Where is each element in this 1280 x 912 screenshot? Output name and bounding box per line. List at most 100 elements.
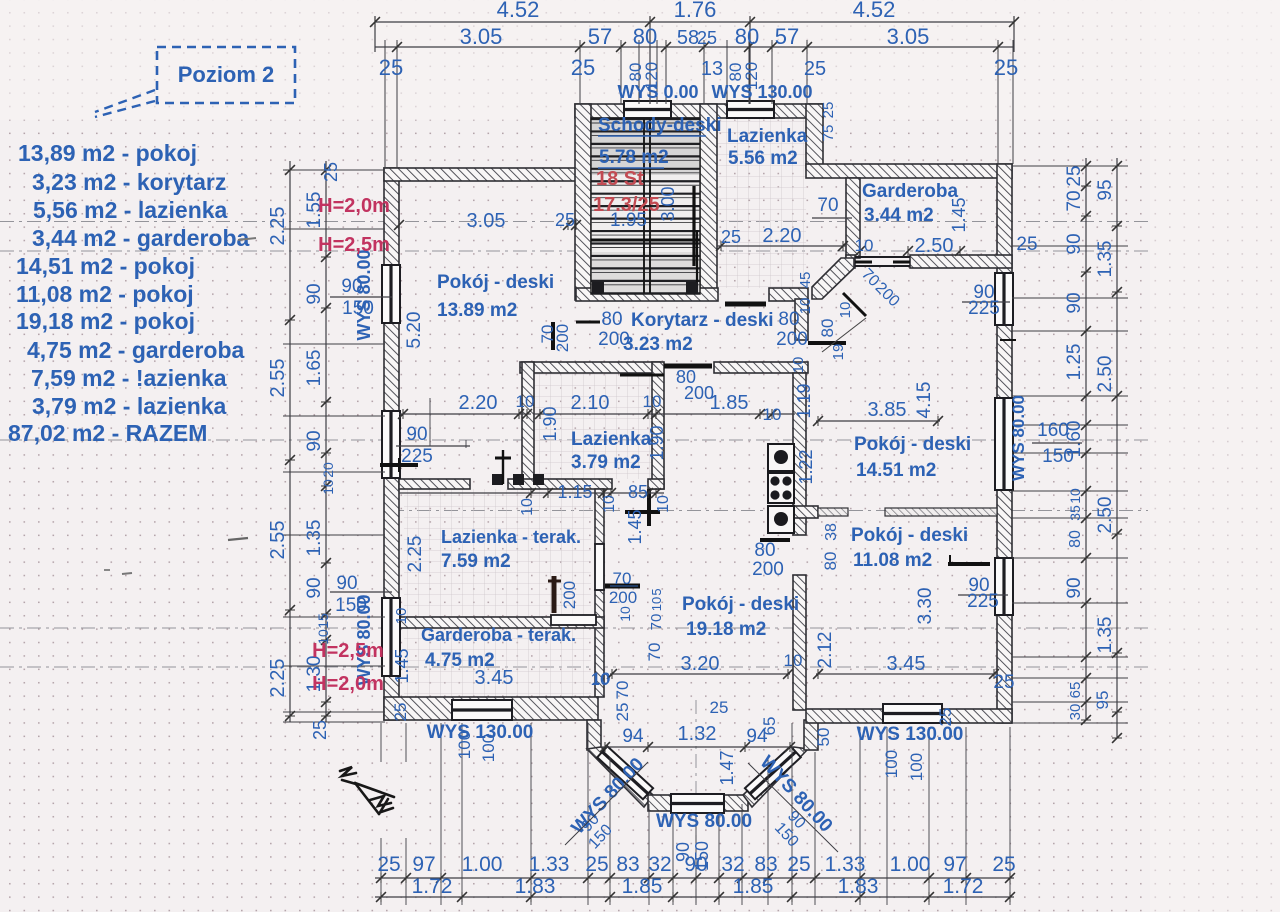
- svg-text:25: 25: [721, 227, 741, 247]
- svg-text:11.08 m2: 11.08 m2: [853, 550, 932, 571]
- svg-text:80: 80: [754, 540, 775, 561]
- svg-text:1.90: 1.90: [540, 406, 560, 441]
- svg-text:10: 10: [591, 670, 610, 689]
- svg-text:1.33: 1.33: [825, 853, 866, 876]
- svg-text:200: 200: [598, 329, 630, 350]
- svg-text:200: 200: [752, 559, 784, 580]
- svg-text:70: 70: [613, 569, 632, 588]
- svg-text:70: 70: [538, 325, 557, 344]
- svg-text:3.45: 3.45: [887, 653, 926, 675]
- svg-text:200: 200: [560, 581, 579, 609]
- svg-text:H=2,0m: H=2,0m: [318, 195, 390, 217]
- svg-text:Pokój - deski: Pokój - deski: [437, 272, 554, 293]
- svg-text:19.18 m2: 19.18 m2: [686, 619, 766, 640]
- svg-text:10: 10: [797, 298, 814, 315]
- svg-text:4.75 m2: 4.75 m2: [425, 650, 495, 671]
- svg-text:58: 58: [677, 27, 699, 49]
- svg-text:Garderoba: Garderoba: [862, 181, 959, 202]
- svg-text:1.35: 1.35: [304, 520, 325, 557]
- svg-text:25: 25: [585, 853, 608, 876]
- svg-text:3.05: 3.05: [887, 24, 930, 49]
- svg-text:7.59 m2: 7.59 m2: [441, 551, 511, 572]
- svg-text:70: 70: [817, 195, 838, 216]
- svg-text:1.45: 1.45: [392, 648, 412, 683]
- svg-text:13,89 m2 - pokoj: 13,89 m2 - pokoj: [18, 140, 197, 166]
- svg-text:25: 25: [710, 698, 729, 717]
- svg-text:95: 95: [1095, 179, 1116, 200]
- svg-text:19: 19: [830, 344, 847, 361]
- svg-text:1.00: 1.00: [462, 853, 503, 876]
- svg-text:100: 100: [479, 734, 498, 762]
- svg-text:25: 25: [310, 720, 330, 740]
- svg-text:70: 70: [1064, 190, 1085, 211]
- svg-text:3.20: 3.20: [681, 653, 720, 675]
- svg-text:90: 90: [341, 276, 362, 297]
- svg-text:1.85: 1.85: [710, 392, 749, 414]
- svg-text:Lazienka - terak.: Lazienka - terak.: [441, 527, 581, 547]
- svg-text:1.19: 1.19: [794, 383, 814, 418]
- svg-text:3.85: 3.85: [868, 399, 907, 421]
- svg-text:WYS 130.00: WYS 130.00: [711, 82, 812, 102]
- svg-text:225: 225: [968, 298, 1000, 319]
- svg-text:100: 100: [907, 753, 926, 781]
- svg-text:18 St: 18 St: [596, 168, 644, 190]
- svg-text:3.79 m2: 3.79 m2: [571, 452, 641, 473]
- svg-text:90: 90: [1064, 233, 1085, 254]
- svg-text:80: 80: [778, 309, 799, 330]
- svg-text:2.55: 2.55: [267, 359, 289, 398]
- svg-text:10: 10: [649, 597, 664, 611]
- svg-text:150: 150: [692, 841, 712, 871]
- svg-text:1.60: 1.60: [1064, 421, 1085, 458]
- svg-text:95: 95: [1093, 691, 1112, 710]
- svg-text:WYS 130.00: WYS 130.00: [857, 724, 964, 745]
- svg-text:83: 83: [754, 853, 777, 876]
- svg-text:25: 25: [613, 703, 632, 722]
- svg-text:32: 32: [648, 853, 671, 876]
- svg-text:3.30: 3.30: [915, 588, 936, 625]
- svg-text:3.05: 3.05: [460, 24, 503, 49]
- svg-text:5.56 m2: 5.56 m2: [728, 148, 798, 169]
- svg-text:38: 38: [823, 523, 840, 541]
- svg-text:H=2,0m: H=2,0m: [312, 673, 384, 695]
- svg-text:2.25: 2.25: [267, 659, 289, 698]
- svg-text:1.72: 1.72: [412, 875, 453, 898]
- svg-text:1.47: 1.47: [717, 750, 737, 785]
- svg-text:5.78 m2: 5.78 m2: [599, 147, 669, 168]
- svg-text:225: 225: [401, 446, 433, 467]
- svg-text:10: 10: [763, 405, 782, 424]
- svg-text:80: 80: [818, 319, 837, 338]
- svg-text:70: 70: [613, 681, 632, 700]
- svg-text:10: 10: [655, 495, 672, 513]
- svg-text:1.85: 1.85: [622, 875, 663, 898]
- svg-text:17.3/25: 17.3/25: [593, 194, 660, 216]
- svg-text:25: 25: [787, 853, 810, 876]
- svg-text:2.10: 2.10: [571, 392, 610, 414]
- svg-text:25: 25: [555, 210, 575, 230]
- svg-text:1.22: 1.22: [796, 449, 816, 484]
- svg-text:10: 10: [320, 479, 336, 495]
- svg-text:Korytarz - deski: Korytarz - deski: [631, 310, 774, 331]
- svg-text:20: 20: [320, 462, 336, 478]
- svg-text:Lazienka: Lazienka: [571, 429, 652, 450]
- svg-text:225: 225: [967, 591, 999, 612]
- svg-text:1.35: 1.35: [1095, 617, 1116, 654]
- svg-text:35: 35: [1067, 505, 1083, 521]
- svg-text:3,79 m2 - lazienka: 3,79 m2 - lazienka: [32, 393, 227, 419]
- svg-text:2.55: 2.55: [267, 521, 289, 560]
- svg-text:1.72: 1.72: [943, 875, 984, 898]
- svg-text:200: 200: [776, 329, 808, 350]
- svg-text:2.25: 2.25: [405, 536, 426, 573]
- svg-text:3,44 m2 - garderoba: 3,44 m2 - garderoba: [32, 225, 250, 251]
- svg-text:1.35: 1.35: [1095, 241, 1116, 278]
- svg-text:1.33: 1.33: [529, 853, 570, 876]
- svg-text:5,56 m2 - lazienka: 5,56 m2 - lazienka: [33, 197, 228, 223]
- svg-text:87,02 m2 - RAZEM: 87,02 m2 - RAZEM: [8, 420, 207, 446]
- svg-text:10: 10: [315, 629, 331, 645]
- svg-text:5: 5: [649, 588, 664, 595]
- svg-text:94: 94: [746, 726, 768, 747]
- svg-text:2.12: 2.12: [815, 632, 836, 669]
- svg-text:2.50: 2.50: [1095, 356, 1116, 393]
- svg-text:97: 97: [412, 853, 435, 876]
- svg-text:90: 90: [304, 283, 325, 304]
- svg-text:45: 45: [797, 272, 814, 289]
